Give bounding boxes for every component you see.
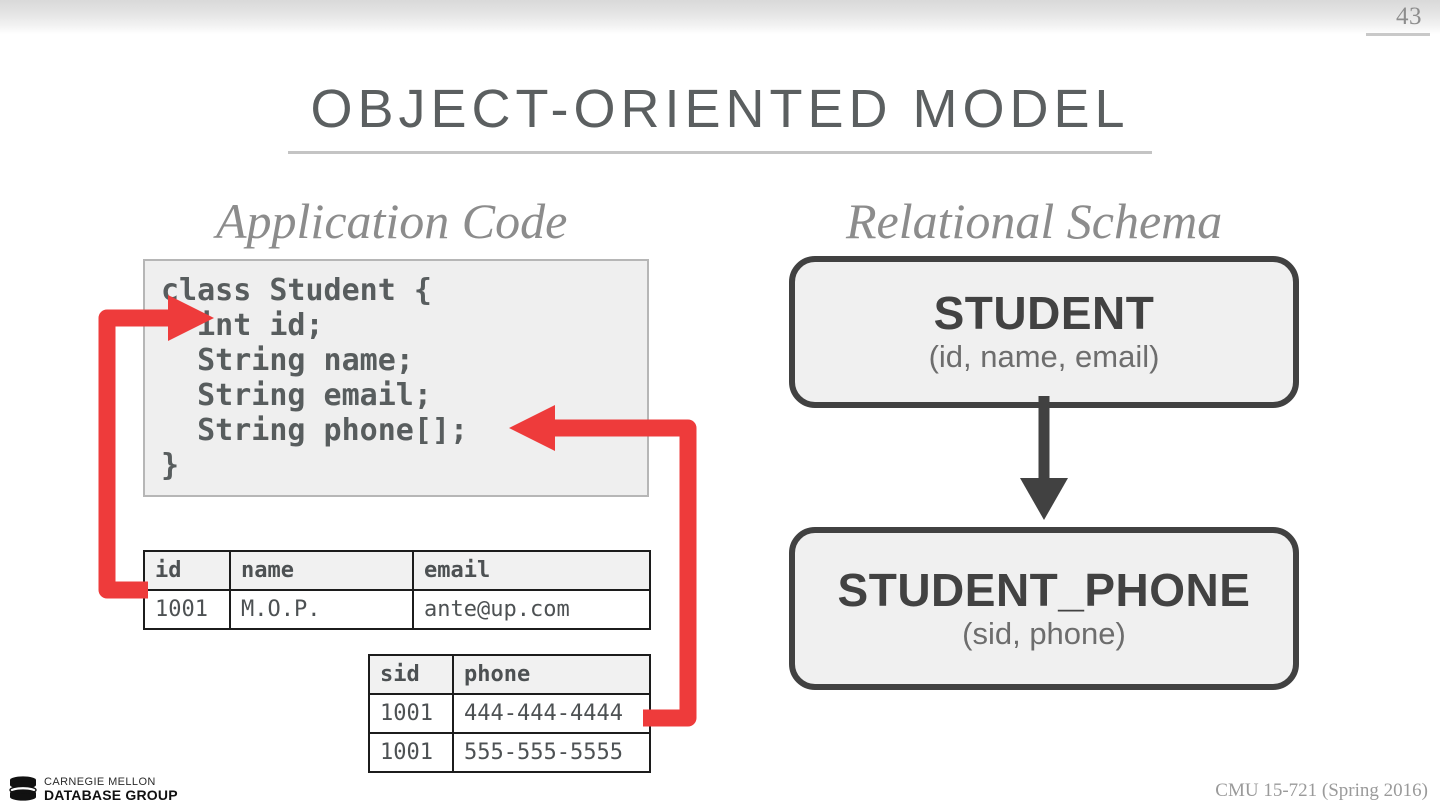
cell-name: M.O.P. [229,589,414,630]
application-code-block: class Student { int id; String name; Str… [143,259,649,497]
table-header-row: sid phone [368,654,651,695]
column-header-phone: phone [452,654,651,695]
cell-email: ante@up.com [412,589,651,630]
table-row: 1001 M.O.P. ante@up.com [143,589,651,630]
cmu-database-group-logo: CARNEGIE MELLON DATABASE GROUP [8,776,178,802]
table-row: 1001 555-555-5555 [368,732,651,773]
table-row: 1001 444-444-4444 [368,693,651,734]
page-number-rule [1366,33,1430,36]
column-header-id: id [143,550,231,591]
cell-phone: 555-555-5555 [452,732,651,773]
cell-phone: 444-444-4444 [452,693,651,734]
application-code-heading: Application Code [216,193,568,249]
database-cylinder-icon [9,776,37,801]
title-underline-rule [288,151,1152,154]
column-header-email: email [412,550,651,591]
student-tuple-table: id name email 1001 M.O.P. ante@up.com [143,550,651,630]
table-header-row: id name email [143,550,651,591]
dark-arrow-student-to-student-phone [1020,396,1068,520]
logo-text: CARNEGIE MELLON DATABASE GROUP [44,775,178,803]
cell-id: 1001 [143,589,231,630]
column-header-sid: sid [368,654,454,695]
cell-sid: 1001 [368,693,454,734]
relation-name: STUDENT [933,287,1155,340]
relation-box-student-phone: STUDENT_PHONE (sid, phone) [789,527,1299,690]
relation-attributes: (sid, phone) [962,615,1126,651]
student-phone-tuple-table: sid phone 1001 444-444-4444 1001 555-555… [368,654,651,773]
top-gradient-band [0,0,1440,34]
relational-schema-heading: Relational Schema [846,193,1223,249]
logo-line-university: CARNEGIE MELLON [44,775,156,788]
column-header-name: name [229,550,414,591]
relation-box-student: STUDENT (id, name, email) [789,256,1299,408]
relation-name: STUDENT_PHONE [837,563,1251,616]
code-text: class Student { int id; String name; Str… [161,273,469,484]
page-number: 43 [1396,3,1422,30]
relation-attributes: (id, name, email) [928,339,1160,375]
logo-line-group: DATABASE GROUP [44,786,178,803]
cell-sid: 1001 [368,732,454,773]
footer-course-label: CMU 15-721 (Spring 2016) [1215,780,1428,801]
page-title: OBJECT-ORIENTED MODEL [310,79,1130,139]
